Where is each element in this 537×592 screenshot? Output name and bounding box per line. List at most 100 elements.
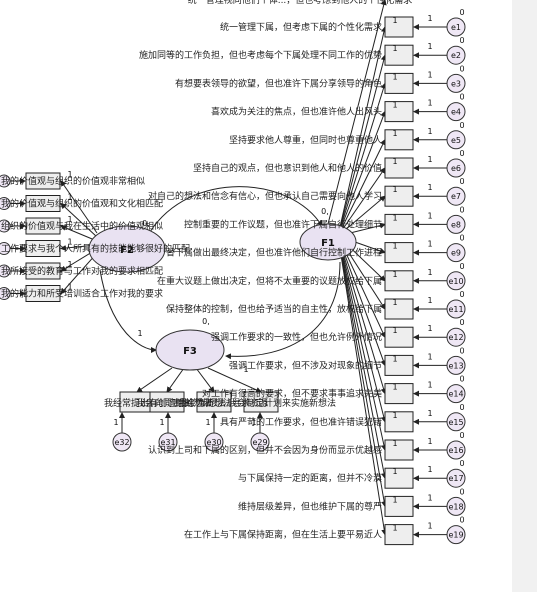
f1-error-weight: 1	[427, 99, 432, 108]
f3-error-circle	[204, 432, 224, 452]
f3-indicator-box	[196, 391, 232, 413]
f2-loading-path	[60, 202, 98, 238]
f1-loading-weight: 1	[392, 101, 397, 110]
f1-error-label: e10	[448, 277, 463, 286]
f1-indicator-box	[384, 185, 414, 207]
f1-error-variance: 0	[459, 177, 464, 186]
f1-error-weight: 1	[427, 14, 432, 23]
f2-loading-weight: 1	[67, 170, 72, 179]
f1-error-weight: 1	[427, 352, 432, 361]
f1-item-label: 强调工作要求，但不涉及对现象的细节	[229, 359, 382, 371]
f3-indicator-box	[149, 391, 185, 413]
f1-error-label: e17	[448, 474, 463, 483]
f2-loading-weight: 1	[67, 215, 72, 224]
f2-indicator-box	[25, 172, 61, 190]
f2-loading-path	[60, 180, 98, 234]
f1-error-label: e18	[448, 502, 463, 511]
f2-error-circle	[0, 264, 11, 278]
top-cut-item-label: 统一管理视同他们个体...，但也考虑到他人的个性化需求	[188, 0, 413, 6]
f3-error-weight: 1	[205, 418, 210, 427]
f1-error-circle	[446, 73, 466, 93]
f1-error-weight: 1	[427, 296, 432, 305]
f1-item-label: 维持层级差异，但也维护下属的尊严	[238, 500, 382, 512]
f2-f3-weight-label: 1	[137, 329, 142, 338]
f1-loading-path	[337, 138, 386, 237]
f1-item-label: 在工作上与下属保持距离，但在生活上要平易近人	[184, 529, 382, 541]
f1-error-variance: 0	[459, 516, 464, 525]
f1-loading-path	[337, 110, 387, 237]
f1-indicator-box	[384, 101, 414, 123]
f1-error-label: e5	[451, 136, 461, 145]
f1-loading-path	[337, 26, 387, 237]
f2-indicator-box	[25, 240, 61, 257]
f1-error-variance: 0	[459, 36, 464, 45]
f1-error-label: e2	[451, 51, 461, 60]
f1-error-circle	[446, 496, 466, 516]
f1-loading-weight: 1	[392, 439, 397, 448]
f3-error-label: e31	[160, 438, 175, 447]
f1-indicator-box	[384, 439, 414, 461]
f1-indicator-box	[384, 411, 414, 433]
f1-f3-weight-label: 1	[243, 365, 248, 374]
f1-error-circle	[446, 384, 466, 404]
f1-error-circle	[446, 271, 466, 291]
f1-error-circle	[446, 17, 466, 37]
f1-item-label: 施加同等的工作负担，但也考虑每个下属处理不同工作的优势	[139, 49, 382, 61]
f1-error-circle	[446, 130, 466, 150]
f1-item-label: 与下属保持一定的距离，但并不冷漠	[238, 472, 382, 484]
f1-indicator-box	[384, 44, 414, 66]
f1-loading-path	[337, 167, 386, 237]
f2-item-label: 我的能力和所受培训适合工作对我的要求	[1, 288, 163, 300]
f1-indicator-box	[384, 270, 414, 292]
f1-error-label: e3	[451, 79, 461, 88]
f1-loading-path	[337, 235, 387, 480]
f3-loading-path	[166, 367, 185, 393]
f1-loading-weight: 1	[392, 270, 397, 279]
latent-f2	[88, 225, 166, 273]
f1-item-label: 认识到上司和下属的区别，但并不会因为身份而显示优越感	[148, 444, 382, 456]
f1-loading-weight: 1	[392, 185, 397, 194]
f3-item-label: 我会为新想法寻求资源	[178, 397, 268, 409]
f1-error-circle	[446, 243, 466, 263]
f1-item-label: 喜欢成为关注的焦点，但也准许他人出风头	[211, 106, 382, 118]
f2-loading-weight: 1	[67, 238, 72, 247]
f1-error-variance: 0	[459, 64, 464, 73]
f2-item-label: 组织的价值观与我在生活中的价值观相似	[1, 220, 163, 232]
f1-indicator-box	[384, 467, 414, 489]
f3-indicator-box	[243, 391, 279, 413]
f1-error-circle	[446, 186, 466, 206]
f1-loading-path	[337, 235, 388, 508]
f1-loading-weight: 1	[392, 467, 397, 476]
f2-loading-weight: 1	[67, 260, 72, 269]
latent-f3	[155, 329, 225, 371]
f1-error-label: e16	[448, 446, 463, 455]
f1-error-variance: 0	[459, 121, 464, 130]
f1-item-label: 在重大议题上做出决定，但将不太重要的议题放权给下属	[157, 275, 382, 287]
f1-error-label: e13	[448, 361, 463, 370]
f1-loading-path	[337, 54, 387, 237]
scrollbar-track[interactable]	[512, 0, 537, 592]
f1-error-label: e1	[451, 23, 461, 32]
f1-error-variance: 0	[459, 403, 464, 412]
f2-variance-label: 0,	[142, 219, 150, 228]
f1-loading-weight: 1	[392, 495, 397, 504]
latent-f1	[299, 223, 357, 261]
f1-loading-weight: 1	[392, 411, 397, 420]
latent-f1-label: F1	[321, 238, 335, 249]
f1-loading-path	[337, 235, 387, 423]
f2-item-label: 我的价值观与组织的价值观和文化相匹配	[1, 198, 163, 210]
f1-item-label: 对自己的想法和信念有信心，但也承认自己需要向他人学习	[148, 190, 382, 202]
f1-error-variance: 0	[459, 459, 464, 468]
f2-indicator-box	[25, 195, 61, 212]
f1-error-label: e4	[451, 108, 461, 117]
f3-item-label: 我会向同事推广新想法	[136, 397, 226, 409]
f3-error-weight: 1	[251, 418, 256, 427]
f1-error-label: e7	[451, 192, 461, 201]
f1-error-circle	[446, 355, 466, 375]
f1-error-variance: 0	[459, 205, 464, 214]
f2-f1-covariance-path	[149, 186, 323, 233]
f1-error-weight: 1	[427, 324, 432, 333]
f2-item-label: 我所接受的教育与工作对我的要求相匹配	[1, 265, 163, 277]
f3-error-label: e32	[114, 438, 129, 447]
f1-error-variance: 0	[459, 431, 464, 440]
